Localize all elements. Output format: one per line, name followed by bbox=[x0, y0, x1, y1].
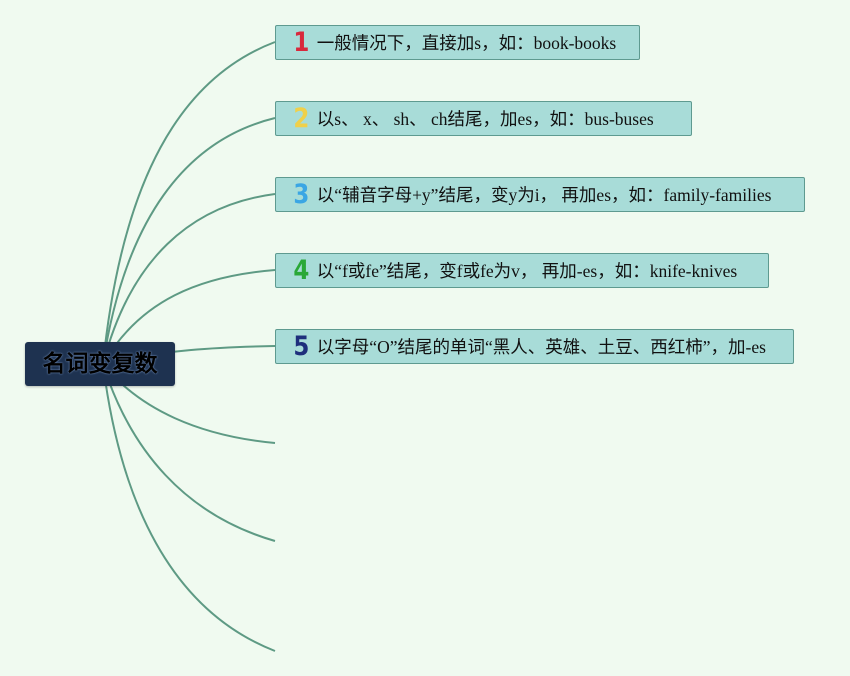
rule-node-4[interactable]: 4 以“f或fe”结尾，变f或fe为v， 再加-es，如：knife-knive… bbox=[275, 253, 769, 288]
rule-node-3[interactable]: 3 以“辅音字母+y”结尾，变y为i， 再加es，如：family-famili… bbox=[275, 177, 805, 212]
connector-line-2 bbox=[102, 117, 276, 365]
rule-text-1: 一般情况下，直接加s，如：book-books bbox=[316, 33, 617, 53]
rule-node-1[interactable]: 1 一般情况下，直接加s，如：book-books bbox=[275, 25, 640, 60]
rule-number-4: 4 bbox=[293, 255, 310, 286]
root-topic[interactable]: 名词变复数 bbox=[25, 342, 175, 386]
rule-number-3: 3 bbox=[293, 179, 310, 210]
connector-line-3 bbox=[102, 193, 276, 365]
rule-text-2: 以s、 x、 sh、 ch结尾，加es，如：bus-buses bbox=[316, 109, 654, 129]
rule-text-4: 以“f或fe”结尾，变f或fe为v， 再加-es，如：knife-knives bbox=[316, 261, 738, 281]
root-topic-label: 名词变复数 bbox=[42, 351, 158, 377]
rule-number-5: 5 bbox=[293, 331, 310, 362]
rule-text-5: 以字母“O”结尾的单词“黑人、英雄、土豆、西红柿”，加-es bbox=[316, 337, 766, 357]
connector-line-8 bbox=[102, 363, 276, 652]
rule-text-3: 以“辅音字母+y”结尾，变y为i， 再加es，如：family-families bbox=[316, 185, 772, 205]
connector-line-7 bbox=[102, 363, 276, 542]
connector-line-1 bbox=[102, 41, 276, 365]
rule-node-2[interactable]: 2 以s、 x、 sh、 ch结尾，加es，如：bus-buses bbox=[275, 101, 692, 136]
rule-node-5[interactable]: 5 以字母“O”结尾的单词“黑人、英雄、土豆、西红柿”，加-es bbox=[275, 329, 794, 364]
rule-number-1: 1 bbox=[293, 27, 310, 58]
rule-number-2: 2 bbox=[293, 103, 310, 134]
